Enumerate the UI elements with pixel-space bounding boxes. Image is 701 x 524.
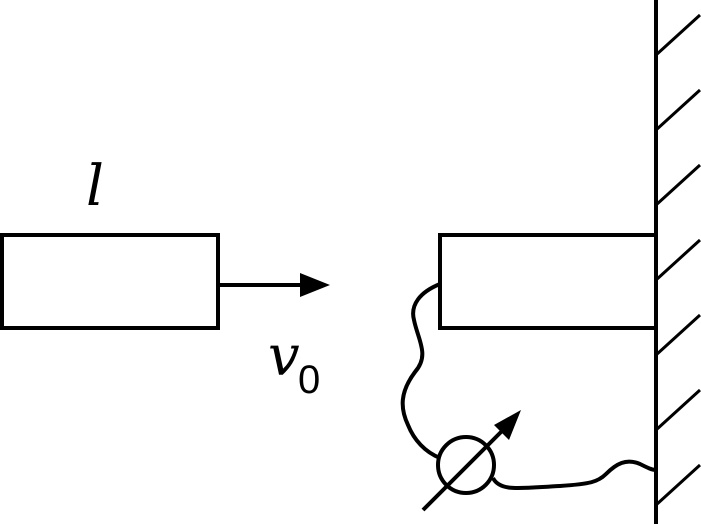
wire-right: [491, 459, 657, 491]
length-label: l: [86, 154, 104, 219]
wall: [654, 0, 701, 524]
velocity-symbol: v: [268, 324, 300, 389]
wire-left: [400, 282, 441, 460]
velocity-label: v 0: [268, 324, 320, 402]
wall-hatching: [654, 13, 701, 507]
meter-needle: [421, 425, 508, 512]
galvanometer-icon: [436, 435, 496, 495]
galvanometer: [421, 410, 521, 512]
velocity-subscript: 0: [298, 358, 320, 402]
fixed-rod: [438, 233, 658, 330]
moving-rod: [0, 233, 220, 330]
velocity-arrow: [218, 273, 330, 297]
